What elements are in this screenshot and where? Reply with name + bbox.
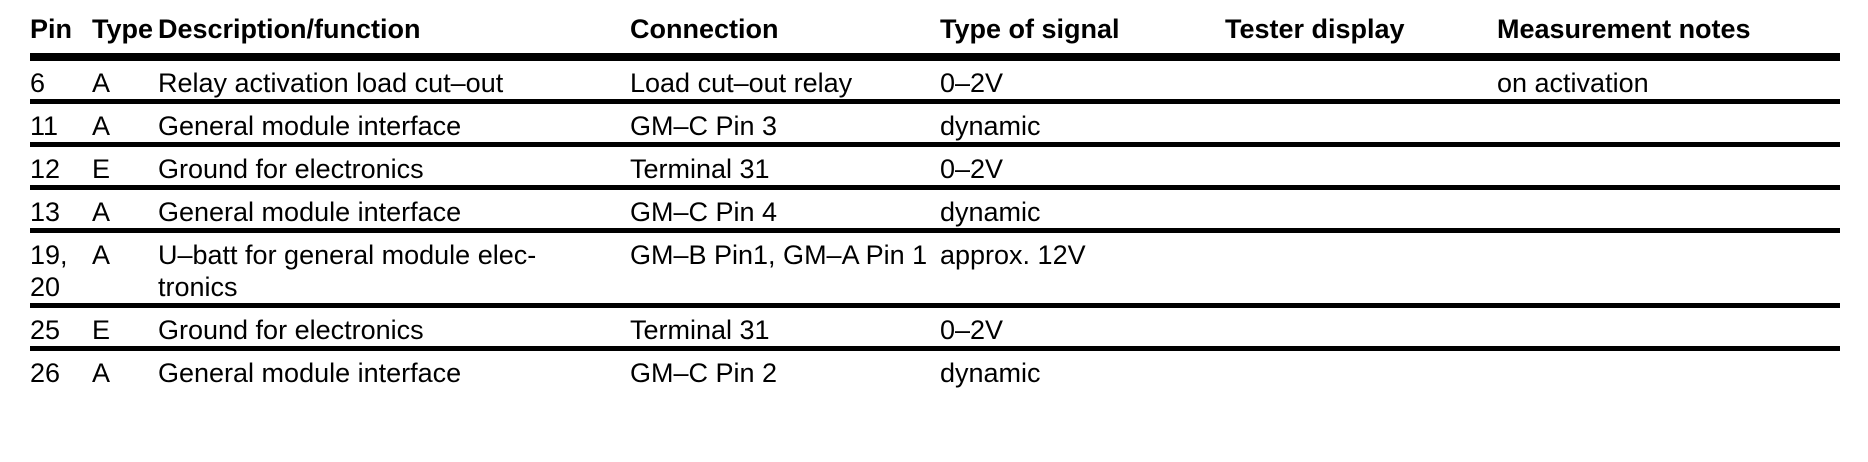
table-header-row: Pin Type Description/function Connection… <box>30 14 1840 61</box>
cell-signal: 0–2V <box>940 144 1225 190</box>
cell-notes: on activation <box>1497 57 1840 104</box>
cell-tester <box>1225 101 1497 147</box>
table-row: 11 A General module interface GM–C Pin 3… <box>30 101 1840 147</box>
column-header-tester: Tester display <box>1225 14 1497 61</box>
cell-tester <box>1225 187 1497 233</box>
cell-type: A <box>92 230 158 308</box>
cell-tester <box>1225 144 1497 190</box>
column-header-signal: Type of signal <box>940 14 1225 61</box>
cell-type: E <box>92 144 158 190</box>
cell-signal: dynamic <box>940 187 1225 233</box>
column-header-connection: Connection <box>630 14 940 61</box>
cell-signal: dynamic <box>940 358 1041 388</box>
table-row: 26 A General module interface GM–C Pin 2… <box>30 349 1840 391</box>
column-header-type: Type <box>92 14 158 61</box>
table-row: 13 A General module interface GM–C Pin 4… <box>30 187 1840 233</box>
cell-notes <box>1497 230 1840 308</box>
cell-signal: 0–2V <box>940 305 1225 351</box>
cell-type: A <box>92 57 158 104</box>
cell-connection: Load cut–out relay <box>630 57 940 104</box>
cell-type: A <box>92 358 111 388</box>
cell-description: General module interface <box>158 187 630 233</box>
cell-description: U–batt for general module elec- tronics <box>158 230 630 308</box>
cell-connection: Terminal 31 <box>630 144 940 190</box>
cell-notes <box>1497 101 1840 147</box>
cell-tester <box>1225 305 1497 351</box>
cell-connection: Terminal 31 <box>630 305 940 351</box>
cell-signal: dynamic <box>940 101 1225 147</box>
cell-pin: 25 <box>30 305 92 351</box>
cell-tester <box>1225 349 1497 391</box>
document-page: Pin Type Description/function Connection… <box>0 14 1868 462</box>
table-row: 6 A Relay activation load cut–out Load c… <box>30 57 1840 104</box>
cell-signal: 0–2V <box>940 57 1225 104</box>
table-row: 12 E Ground for electronics Terminal 31 … <box>30 144 1840 190</box>
column-header-notes: Measurement notes <box>1497 14 1840 61</box>
cell-description: Relay activation load cut–out <box>158 57 630 104</box>
cell-notes <box>1497 305 1840 351</box>
cell-tester <box>1225 230 1497 308</box>
cell-description: Ground for electronics <box>158 305 630 351</box>
cell-description: Ground for electronics <box>158 144 630 190</box>
cell-pin: 6 <box>30 57 92 104</box>
cell-pin: 13 <box>30 187 92 233</box>
cell-pin: 19, 20 <box>30 230 92 308</box>
cell-notes <box>1497 349 1840 391</box>
pin-assignment-table: Pin Type Description/function Connection… <box>30 14 1840 391</box>
cell-signal: approx. 12V <box>940 230 1225 308</box>
cell-connection: GM–B Pin1, GM–A Pin 1 <box>630 230 940 308</box>
cell-connection: GM–C Pin 4 <box>630 187 940 233</box>
cell-connection: GM–C Pin 2 <box>630 358 778 388</box>
column-header-description: Description/function <box>158 14 630 61</box>
table-row: 25 E Ground for electronics Terminal 31 … <box>30 305 1840 351</box>
cell-description: General module interface <box>158 358 462 388</box>
cell-tester <box>1225 57 1497 104</box>
cell-description: General module interface <box>158 101 630 147</box>
cell-type: A <box>92 101 158 147</box>
cell-pin: 12 <box>30 144 92 190</box>
cell-pin: 11 <box>30 101 92 147</box>
table-row: 19, 20 A U–batt for general module elec-… <box>30 230 1840 308</box>
cell-type: E <box>92 305 158 351</box>
column-header-pin: Pin <box>30 14 92 61</box>
cell-type: A <box>92 187 158 233</box>
cell-notes <box>1497 144 1840 190</box>
cell-connection: GM–C Pin 3 <box>630 101 940 147</box>
cell-pin: 26 <box>30 358 61 388</box>
cell-notes <box>1497 187 1840 233</box>
